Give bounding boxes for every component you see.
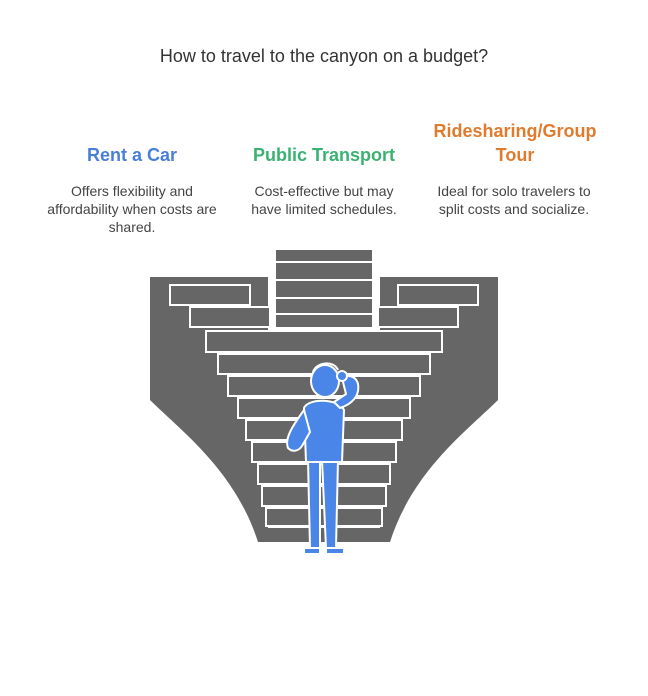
option-desc-public-transport: Cost-effective but may have limited sche… (251, 183, 397, 217)
page-title: How to travel to the canyon on a budget? (159, 46, 489, 66)
option-title-public-transport: Public Transport (252, 145, 396, 165)
option-title-ridesharing: Ridesharing/Group Tour (433, 121, 597, 165)
option-desc-rent-a-car: Offers flexibility and affordability whe… (47, 183, 217, 235)
option-desc-ridesharing: Ideal for solo travelers to split costs … (437, 183, 591, 217)
thinking-person-icon (286, 362, 360, 555)
option-title-rent-a-car: Rent a Car (86, 145, 178, 165)
